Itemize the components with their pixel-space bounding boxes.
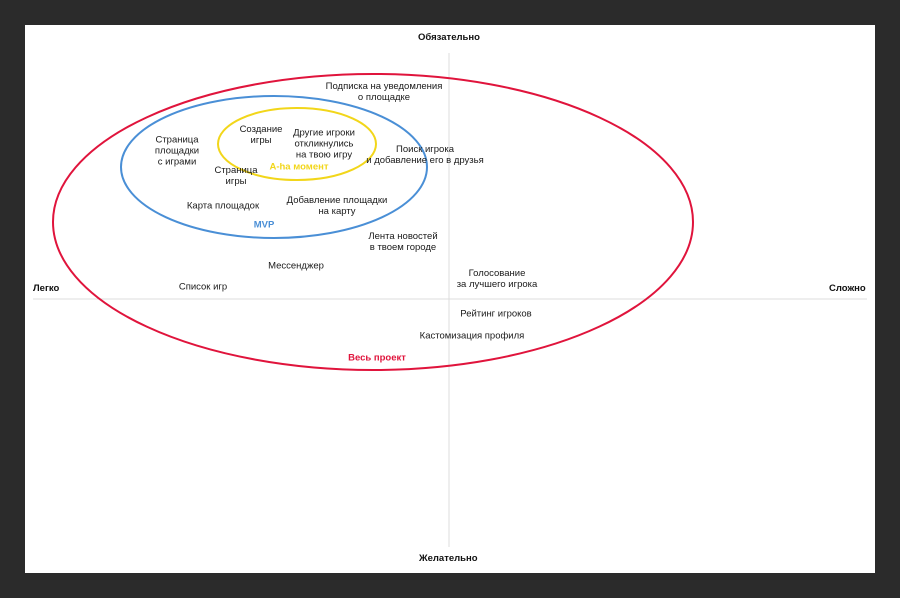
aha-ellipse bbox=[217, 107, 377, 181]
feature-game-list: Список игр bbox=[178, 281, 228, 293]
axis-top-label: Обязательно bbox=[418, 32, 480, 43]
project-ellipse bbox=[52, 73, 694, 371]
feature-vote-best: Голосование за лучшего игрока bbox=[456, 268, 538, 290]
project-group-label: Весь проект bbox=[348, 352, 406, 364]
feature-subscribe: Подписка на уведомления о площадке bbox=[325, 81, 443, 103]
feature-venue-page: Страница площадки с играми bbox=[154, 134, 200, 168]
diagram-canvas: Обязательно Желательно Легко Сложно Весь… bbox=[25, 25, 875, 573]
feature-find-player: Поиск игрока и добавление его в друзья bbox=[366, 144, 484, 166]
feature-venue-map: Карта площадок bbox=[186, 200, 260, 212]
diagram-svg bbox=[33, 53, 867, 547]
feature-game-page: Страница игры bbox=[214, 165, 258, 187]
feature-add-venue: Добавление площадки на карту bbox=[286, 195, 388, 217]
feature-create-game: Создание игры bbox=[239, 124, 283, 146]
feature-news-feed: Лента новостей в твоем городе bbox=[368, 231, 438, 253]
feature-player-rating: Рейтинг игроков bbox=[460, 308, 532, 320]
axis-bottom-label: Желательно bbox=[419, 553, 478, 564]
mvp-group-label: MVP bbox=[253, 219, 275, 231]
axis-left-label: Легко bbox=[33, 283, 60, 294]
feature-profile-custom: Кастомизация профиля bbox=[419, 330, 525, 342]
mvp-ellipse bbox=[120, 95, 428, 239]
feature-messenger: Мессенджер bbox=[268, 260, 324, 272]
aha-group-label: A-ha момент bbox=[269, 161, 329, 173]
feature-players-responded: Другие игроки откликнулись на твою игру bbox=[293, 127, 355, 161]
axis-right-label: Сложно bbox=[829, 283, 866, 294]
